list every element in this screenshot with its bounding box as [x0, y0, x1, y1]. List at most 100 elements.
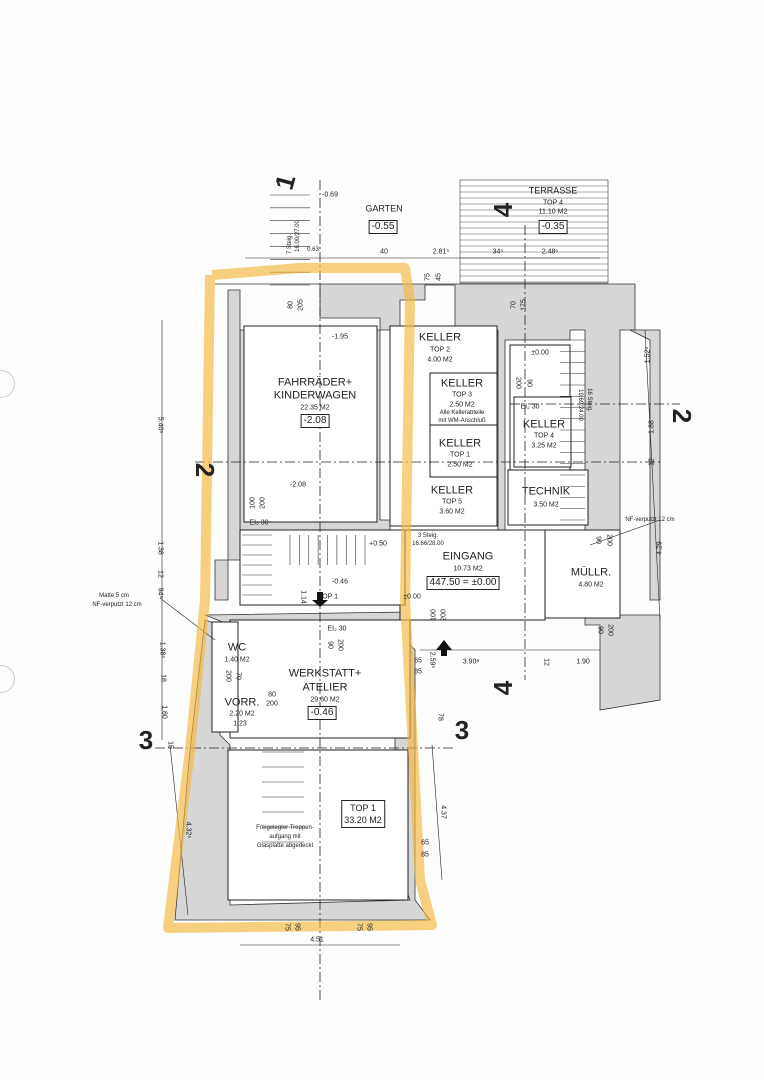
- dim: 40: [380, 248, 388, 256]
- level-mark: ±0.00: [403, 593, 421, 601]
- room-area: 10.73 M2: [453, 565, 483, 573]
- dim: 1.52⁵: [644, 346, 652, 364]
- door-width: 90: [326, 641, 334, 649]
- dim: 75: [355, 923, 363, 931]
- note: Alle Kellerabteile: [439, 410, 485, 416]
- door-height: 200: [266, 700, 278, 708]
- note: aufgang mit: [269, 834, 301, 840]
- garden-level: -0.55: [368, 220, 398, 234]
- door-width: 90: [525, 379, 533, 387]
- dim: 1.88: [648, 420, 656, 434]
- note: Glasplatte abgedeckt: [256, 843, 314, 849]
- level-mark: -2.08: [290, 481, 306, 489]
- room-name: KELLER: [438, 437, 482, 450]
- axis-lines: [155, 180, 680, 1000]
- stair-note: 16 Steig.: [586, 388, 592, 412]
- door-height: 200: [605, 534, 613, 546]
- stair-ratio: 19.69/24.00: [577, 389, 583, 421]
- door-height: 200: [606, 624, 614, 636]
- dim: 95: [293, 923, 301, 931]
- garden-label: GARTEN: [365, 203, 403, 214]
- level-mark: -0.46: [332, 578, 348, 586]
- door-width: 100: [430, 609, 438, 621]
- dim: 12: [542, 658, 550, 666]
- dim: 34⁵: [492, 248, 504, 256]
- dim: 12: [648, 458, 656, 466]
- room-area: 1.40 M2: [224, 656, 250, 664]
- unit-area-box: TOP 1 33.20 M2: [341, 800, 385, 828]
- room-name: KELLER: [522, 418, 566, 431]
- terrace-level: -0.35: [538, 220, 568, 234]
- dim: 1.38: [156, 541, 164, 555]
- room-name: ATELIER: [302, 681, 348, 694]
- dim: 3.90⁸: [462, 658, 480, 666]
- garden-stair-note: 7 Steig.: [287, 233, 293, 255]
- door-height: 200: [336, 639, 344, 651]
- dim: 45: [435, 273, 443, 281]
- room-area: 4.80 M2: [578, 581, 604, 589]
- dim: 94⁵: [156, 587, 164, 599]
- dim: 1.38⁵: [158, 641, 166, 659]
- terrace-unit: TOP 4: [543, 199, 563, 207]
- door-height: 200: [440, 609, 448, 621]
- dim: 2.48⁵: [541, 248, 559, 256]
- room-level: -2.08: [300, 414, 330, 428]
- section-marker-2-right: 2: [667, 408, 697, 424]
- dim: 65: [414, 657, 422, 665]
- room-area: 2.20 M2: [229, 710, 255, 718]
- dim: 12: [156, 570, 164, 578]
- dim: 1.23: [233, 720, 247, 728]
- room-area: 3.50 M2: [533, 501, 559, 509]
- terrace-label: TERRASSE: [528, 185, 578, 196]
- dim: 65: [421, 839, 429, 847]
- terrace-hatch: [459, 179, 609, 284]
- unit-label: TOP 1: [350, 803, 376, 813]
- dim: 2.59⁵: [428, 651, 436, 669]
- note: mit WM-Anschluß: [438, 418, 486, 424]
- room-area: 2.50 M2: [449, 401, 475, 409]
- stairs: [242, 194, 585, 843]
- room-area: 29.60 M2: [310, 696, 340, 704]
- dim: 175: [520, 299, 528, 311]
- room-name: KINDERWAGEN: [273, 389, 357, 402]
- unit-label: TOP 1: [318, 593, 338, 601]
- door-width: 90: [594, 536, 602, 544]
- fire-rating: EI₂ 30: [520, 403, 540, 411]
- section-marker-4-bottom: 4: [488, 680, 518, 696]
- room-area: 22.35 M2: [300, 404, 330, 412]
- dim: 205: [297, 299, 305, 311]
- room-unit: TOP 3: [452, 391, 472, 399]
- note-nf-left: NF-verputzt 12 cm: [92, 602, 142, 608]
- stair-note: 3 Steig.: [417, 533, 439, 539]
- dim: 95: [365, 923, 373, 931]
- door-width: 80: [268, 691, 276, 699]
- room-unit: TOP 1: [450, 451, 470, 459]
- dim: 4.37: [439, 805, 447, 819]
- room-name: KELLER: [430, 484, 474, 497]
- datum-level: 447.50 = ±0.00: [426, 576, 500, 590]
- room-name: WERKSTATT+: [288, 667, 362, 680]
- level-mark: ±0.00: [531, 349, 549, 357]
- entrance-arrows: [312, 592, 452, 656]
- dim: 85: [421, 851, 429, 859]
- fire-rating: EI₂ 30: [327, 625, 347, 633]
- dim: 4.29: [656, 541, 664, 555]
- unit-highlight: [163, 263, 437, 933]
- room-name: KELLER: [440, 377, 484, 390]
- level-mark: +0.50: [369, 540, 387, 548]
- room-level: -0.46: [307, 706, 337, 720]
- section-marker-2-left: 2: [190, 462, 220, 478]
- garden-stair-ratio: 16.00/27.00: [295, 220, 301, 252]
- section-marker-4-top: 4: [488, 202, 518, 218]
- stair-ratio: 16.66/28.00: [412, 541, 444, 547]
- room-name: TECHNIK: [521, 485, 571, 498]
- unit-area: 33.20 M2: [344, 815, 382, 825]
- room-unit: TOP 5: [442, 498, 462, 506]
- dim: 1.80: [160, 705, 168, 719]
- note-nf-right: NF-verputzt 12 cm: [625, 517, 675, 523]
- garden-stair-level: -0.69: [322, 191, 338, 199]
- door-width: 100: [249, 497, 257, 509]
- terrace-area: 11.10 M2: [538, 208, 568, 216]
